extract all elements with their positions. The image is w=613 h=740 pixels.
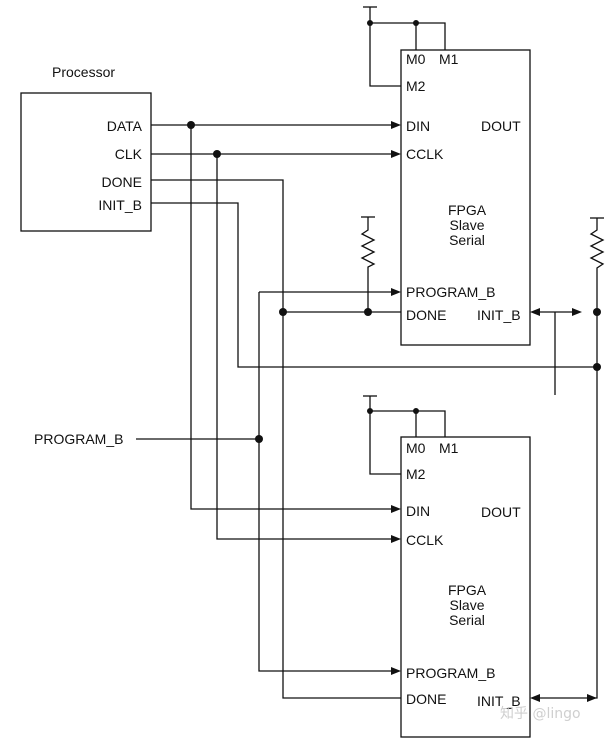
- fpga-top-program-b: PROGRAM_B: [406, 284, 495, 300]
- processor-pin-done: DONE: [102, 174, 142, 190]
- fpga-top-cclk: CCLK: [406, 146, 444, 162]
- fpga-top-din: DIN: [406, 118, 430, 134]
- fpga-bottom-name-2: Slave: [449, 597, 484, 613]
- processor-pin-init-b: INIT_B: [98, 197, 142, 213]
- junction-init-b-pullup: [593, 308, 601, 316]
- arrow-top-cclk: [391, 150, 401, 158]
- junction-dots: [187, 20, 601, 443]
- fpga-bottom-dout: DOUT: [481, 504, 521, 520]
- arrowheads: [391, 121, 597, 702]
- fpga-bottom-m2: M2: [406, 466, 426, 482]
- fpga-bottom-m1: M1: [439, 440, 459, 456]
- fpga-bottom-done: DONE: [406, 691, 446, 707]
- fpga-top-m1: M1: [439, 51, 459, 67]
- wire-top-m2: [369, 7, 401, 87]
- junction-done: [279, 308, 287, 316]
- arrow-top-init-b-left: [530, 308, 540, 316]
- junction-bottom-mode-2: [413, 408, 419, 414]
- junction-top-mode-2: [413, 20, 419, 26]
- junction-bottom-mode-1: [367, 408, 373, 414]
- junction-init-b-rail: [593, 363, 601, 371]
- arrow-bottom-din: [391, 505, 401, 513]
- wire-done-bus: [151, 179, 401, 699]
- arrow-top-program-b: [391, 288, 401, 296]
- fpga-top-name-2: Slave: [449, 217, 484, 233]
- done-pullup-resistor: [360, 217, 376, 312]
- fpga-bottom-block: [400, 436, 531, 738]
- fpga-bottom-program-b: PROGRAM_B: [406, 665, 495, 681]
- fpga-bottom-din: DIN: [406, 503, 430, 519]
- arrow-bottom-program-b: [391, 667, 401, 675]
- fpga-bottom-m0: M0: [406, 440, 426, 456]
- fpga-top-m2: M2: [406, 78, 426, 94]
- fpga-top-done: DONE: [406, 307, 446, 323]
- fpga-bottom-init-b: INIT_B: [477, 693, 521, 709]
- external-program-b-label: PROGRAM_B: [34, 431, 123, 447]
- arrow-top-din: [391, 121, 401, 129]
- arrow-bottom-init-b-right: [587, 694, 597, 702]
- fpga-top-name-1: FPGA: [448, 202, 487, 218]
- arrow-top-init-b-right: [572, 308, 582, 316]
- wire-program-b-bus: [258, 292, 393, 672]
- arrow-bottom-cclk: [391, 535, 401, 543]
- wire-init-b-right-rail: [588, 315, 598, 699]
- fpga-bottom-name-3: Serial: [449, 612, 485, 628]
- wire-data-to-bottom-din: [190, 125, 393, 510]
- wire-bottom-m1: [370, 410, 446, 437]
- fpga-top-m0: M0: [406, 51, 426, 67]
- arrow-bottom-init-b-left: [530, 694, 540, 702]
- junction-done-pullup: [364, 308, 372, 316]
- watermark: 知乎 @lingo: [500, 705, 581, 722]
- wire-bottom-m2: [369, 396, 401, 475]
- init-b-pullup-resistor: [589, 218, 605, 315]
- processor-block: [20, 92, 152, 232]
- wire-init-b-bus: [151, 202, 597, 368]
- fpga-top-dout: DOUT: [481, 118, 521, 134]
- wires: [136, 6, 605, 699]
- processor-pin-clk: CLK: [115, 146, 143, 162]
- junction-program-b: [255, 435, 263, 443]
- fpga-bottom-cclk: CCLK: [406, 532, 444, 548]
- fpga-bottom-name-1: FPGA: [448, 582, 487, 598]
- processor-pin-data: DATA: [107, 118, 143, 134]
- processor-title: Processor: [52, 64, 115, 80]
- fpga-top-init-b: INIT_B: [477, 307, 521, 323]
- fpga-top-name-3: Serial: [449, 232, 485, 248]
- wire-clk-to-bottom-cclk: [216, 154, 393, 540]
- junction-top-mode-1: [367, 20, 373, 26]
- junction-clk: [213, 150, 221, 158]
- junction-data: [187, 121, 195, 129]
- wire-top-m1: [370, 22, 446, 50]
- fpga-top-block: [400, 49, 531, 346]
